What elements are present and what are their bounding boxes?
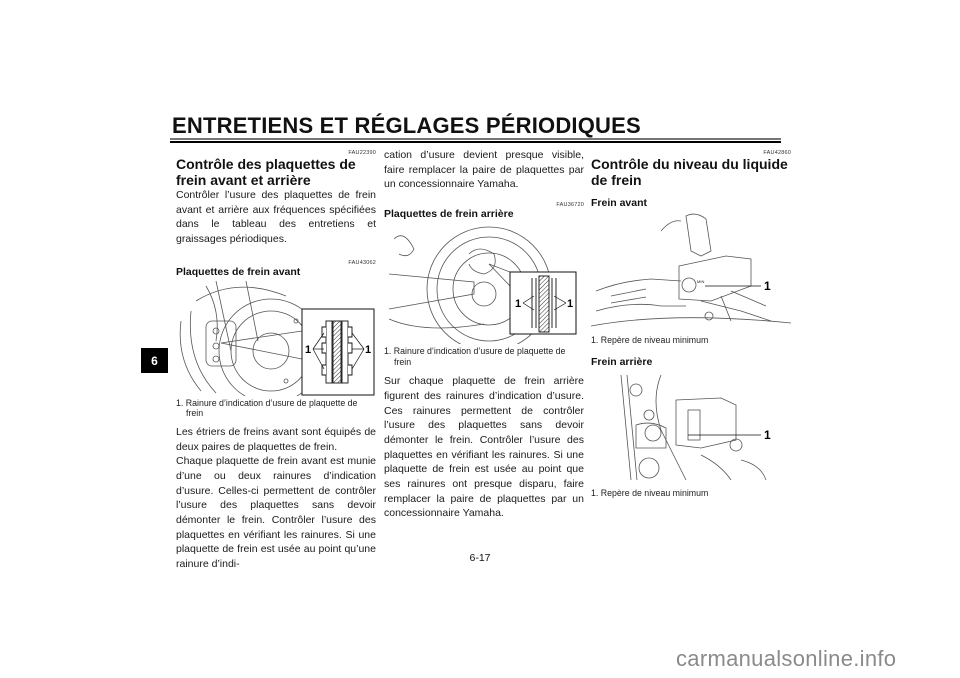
callout-1-right: 1 bbox=[567, 298, 573, 310]
column-front-pads: FAU22390 Contrôle des plaquettes de frei… bbox=[176, 150, 376, 572]
front-reservoir-illustration: MIN 1 bbox=[591, 211, 791, 331]
page-number: 6-17 bbox=[469, 552, 491, 564]
front-reservoir-caption: 1. Repère de niveau minimum bbox=[591, 335, 709, 345]
subsection-title-front: Plaquettes de frein avant bbox=[176, 265, 301, 278]
column-brake-fluid: FAU42860 Contrôle du niveau du liquide d… bbox=[591, 150, 791, 498]
rear-brake-pad-illustration: 1 1 bbox=[384, 224, 584, 345]
rear-reservoir-illustration: 1 bbox=[591, 370, 791, 485]
section-code: FAU42860 bbox=[763, 150, 791, 156]
callout-1-left: 1 bbox=[515, 298, 521, 310]
callout-1: 1 bbox=[764, 279, 771, 293]
callout-1-left: 1 bbox=[305, 344, 311, 356]
rear-master-cylinder-drawing: 1 bbox=[620, 374, 771, 480]
rear-pads-paragraph: Sur chaque plaquette de frein arrière fi… bbox=[384, 375, 584, 520]
rear-reservoir-caption: 1. Repère de niveau minimum bbox=[591, 487, 709, 498]
watermark-link[interactable]: carmanualsonline.info bbox=[676, 646, 897, 671]
section-title-brake-pads: Contrôle des plaquettes de frein avant e… bbox=[176, 156, 356, 188]
section-code: FAU22390 bbox=[348, 150, 376, 156]
callout-1-right: 1 bbox=[365, 344, 371, 356]
intro-paragraph: Contrôler l’usure des plaquettes de frei… bbox=[176, 189, 376, 246]
min-mark-label: MIN bbox=[697, 279, 704, 284]
column-rear-pads: cation d’usure devient presque visible, … bbox=[384, 149, 584, 521]
section-title-brake-fluid: Contrôle du niveau du liquide de frein bbox=[591, 156, 788, 188]
front-brake-title: Frein avant bbox=[591, 197, 648, 209]
callout-1: 1 bbox=[764, 428, 771, 442]
header-rule-bottom bbox=[170, 141, 781, 143]
chapter-tab[interactable]: 6 bbox=[141, 348, 168, 373]
front-pads-paragraph-1: Les étriers de freins avant sont équipés… bbox=[176, 425, 376, 453]
front-pads-paragraph-2: Chaque plaquette de frein avant est muni… bbox=[176, 455, 376, 571]
rear-caliper-drawing: 1 1 bbox=[388, 226, 577, 345]
subsection-code: FAU36720 bbox=[556, 202, 584, 209]
front-brake-pad-illustration: 1 1 bbox=[176, 280, 376, 396]
page-title: ENTRETIENS ET RÉGLAGES PÉRIODIQUES bbox=[172, 113, 641, 138]
front-caliper-drawing: 1 1 bbox=[179, 280, 375, 396]
subsection-code: FAU43062 bbox=[348, 259, 376, 266]
rear-pads-caption: 1. Rainure d’indication d’usure de plaqu… bbox=[384, 346, 566, 367]
front-pads-continued: cation d’usure devient presque visible, … bbox=[384, 149, 584, 191]
header-rule-top bbox=[170, 138, 781, 140]
subsection-title-rear: Plaquettes de frein arrière bbox=[384, 208, 514, 221]
front-master-cylinder-drawing: MIN 1 bbox=[591, 213, 791, 327]
front-pads-caption: 1. Rainure d’indication d’usure de plaqu… bbox=[176, 397, 358, 419]
rear-brake-title: Frein arrière bbox=[591, 355, 653, 368]
